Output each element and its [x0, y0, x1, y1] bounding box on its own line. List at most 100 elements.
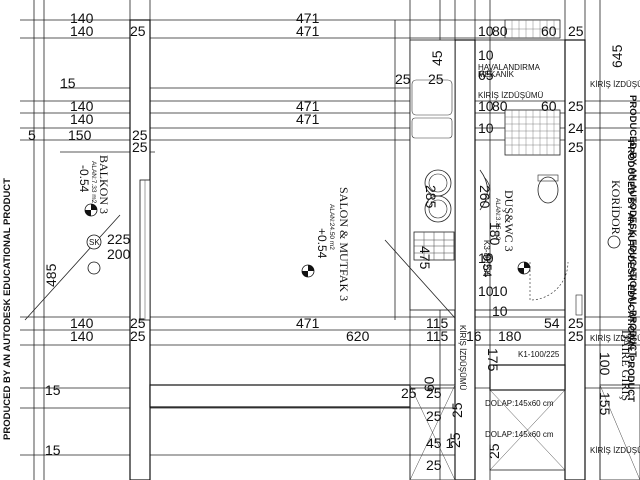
dim-label: 16	[466, 328, 482, 344]
balcony-window	[139, 179, 151, 321]
dim-label: 471	[296, 10, 320, 26]
dim-label: 60	[421, 376, 437, 392]
dim-label: 10	[478, 250, 494, 266]
dim-label: 5	[28, 127, 36, 143]
dim-label: 260	[477, 185, 493, 209]
dim-label: 25	[130, 315, 146, 331]
dim-label: 45 1	[426, 435, 453, 451]
dim-label: 200	[107, 246, 131, 262]
dim-label: 10	[478, 283, 494, 299]
beam-label: KİRİŞ İZDÜŞÜMÜ	[458, 325, 467, 391]
dim-label: 25	[568, 315, 584, 331]
dim-label: 10	[478, 47, 494, 63]
balcony-label: BALKON 3 ALAN:7.33 m2 -0.54	[77, 155, 111, 214]
dim-label: 25	[568, 98, 584, 114]
dim-label: 140	[70, 111, 94, 127]
dim-label: 150	[68, 127, 92, 143]
dim-label: 25	[130, 23, 146, 39]
dim-label: 25	[426, 408, 442, 424]
dim-label: 25	[568, 23, 584, 39]
shower-label: DUŞ&WC 3 ALAN:3.15 m2 0.54	[480, 190, 516, 278]
room-name-entrance: DAİRE GİRİŞ	[619, 330, 633, 401]
ventilation-label: HAVALANDIRMA	[478, 63, 541, 72]
dim-label: 10	[492, 283, 508, 299]
dim-label: 15	[45, 382, 61, 398]
dim-label: 10	[492, 303, 508, 319]
sk-circle	[86, 234, 102, 250]
dim-label: 180	[487, 222, 503, 246]
beam-label: KİRİŞ İZDÜŞÜMÜ	[590, 80, 640, 89]
dim-label: 65	[478, 67, 494, 83]
room-name-living: SALON & MUTFAK 3	[337, 187, 351, 301]
beam-label: KİRİŞ İZDÜŞÜMÜ	[478, 91, 544, 100]
dim-label: 25	[428, 71, 444, 87]
dim-label: 24	[568, 120, 584, 136]
dim-label: 225	[107, 231, 131, 247]
watermark-right-a: PRODUCED BY AN AUTODESK EDUCATIONAL PROD…	[627, 95, 638, 357]
dim-label: 140	[70, 23, 94, 39]
dim-label: 471	[296, 315, 320, 331]
room-name-shower: DUŞ&WC 3	[502, 190, 516, 252]
watermark-right-b: PRODUCED BY AN AUTODESK EDUCATIONAL PROD…	[625, 140, 636, 402]
room-area-balcony: ALAN:7.33 m2	[90, 161, 97, 204]
dim-label: 471	[296, 23, 320, 39]
dim-label: 80	[492, 23, 508, 39]
beam-label: KİRİŞ İZDÜŞÜMÜ	[590, 446, 640, 455]
living-label: SALON & MUTFAK 3 ALAN:24.50 m2 +0.54	[315, 187, 351, 301]
wardrobes	[409, 384, 640, 480]
dim-label: 485	[43, 263, 59, 287]
room-area-shower: ALAN:3.15 m2	[494, 198, 501, 241]
dim-label: 80	[492, 98, 508, 114]
wardrobe-label: DOLAP:145x60 cm	[485, 430, 554, 439]
dim-label: 471	[296, 98, 320, 114]
dim-label: 140	[70, 10, 94, 26]
dim-label: 25	[426, 457, 442, 473]
dim-label: 25	[447, 432, 463, 448]
dim-label: 25	[568, 139, 584, 155]
dim-label: 155	[597, 392, 613, 416]
dim-label: 25	[132, 139, 148, 155]
dim-label: 645	[609, 44, 625, 68]
level-shower: 0.54	[480, 254, 494, 278]
dim-label: 140	[70, 98, 94, 114]
dim-label: 15	[45, 442, 61, 458]
kitchen-counter	[384, 39, 456, 319]
dim-label: 115	[426, 328, 449, 344]
level-living: +0.54	[315, 228, 329, 259]
shaft-label: MEKANİK	[478, 70, 515, 79]
wardrobe-label: DOLAP:145x60 cm	[485, 399, 554, 408]
beam-label: KİRİŞ İZDÜŞÜMÜ	[590, 334, 640, 343]
dim-label: 15	[60, 75, 76, 91]
watermark-left: PRODUCED BY AN AUTODESK EDUCATIONAL PROD…	[2, 178, 13, 440]
dim-label: 10	[478, 23, 494, 39]
dim-label: 475	[417, 246, 433, 270]
dim-label: 180	[498, 328, 522, 344]
dim-label: 471	[296, 111, 320, 127]
dim-label: 115	[426, 315, 449, 331]
sk-label: SK	[89, 238, 100, 247]
dim-label: 140	[70, 328, 94, 344]
dim-label: 10	[478, 98, 494, 114]
dim-label: 285	[423, 185, 439, 209]
level-balcony: -0.54	[77, 165, 91, 193]
level-markers	[84, 203, 621, 278]
dim-label: 25	[132, 127, 148, 143]
dim-label: 25	[449, 402, 465, 418]
room-area-living: ALAN:24.50 m2	[328, 204, 335, 250]
balcony-slope-line	[24, 214, 121, 321]
dim-label: 60	[541, 23, 557, 39]
dim-label: 25	[395, 71, 411, 87]
room-name-corridor: KORİDOR	[609, 180, 623, 235]
dim-label: 25	[130, 328, 146, 344]
dim-label: 60	[541, 98, 557, 114]
dim-label: 45	[429, 50, 445, 66]
dim-label: 25	[568, 328, 584, 344]
room-name-balcony: BALKON 3	[97, 155, 111, 214]
dim-label: 25	[426, 385, 442, 401]
dimension-lines-top	[20, 19, 640, 456]
dim-label: 10	[478, 120, 494, 136]
door-label: K3-80/225	[482, 240, 491, 277]
dim-label: 25	[486, 443, 502, 459]
dim-label: 54	[544, 315, 560, 331]
